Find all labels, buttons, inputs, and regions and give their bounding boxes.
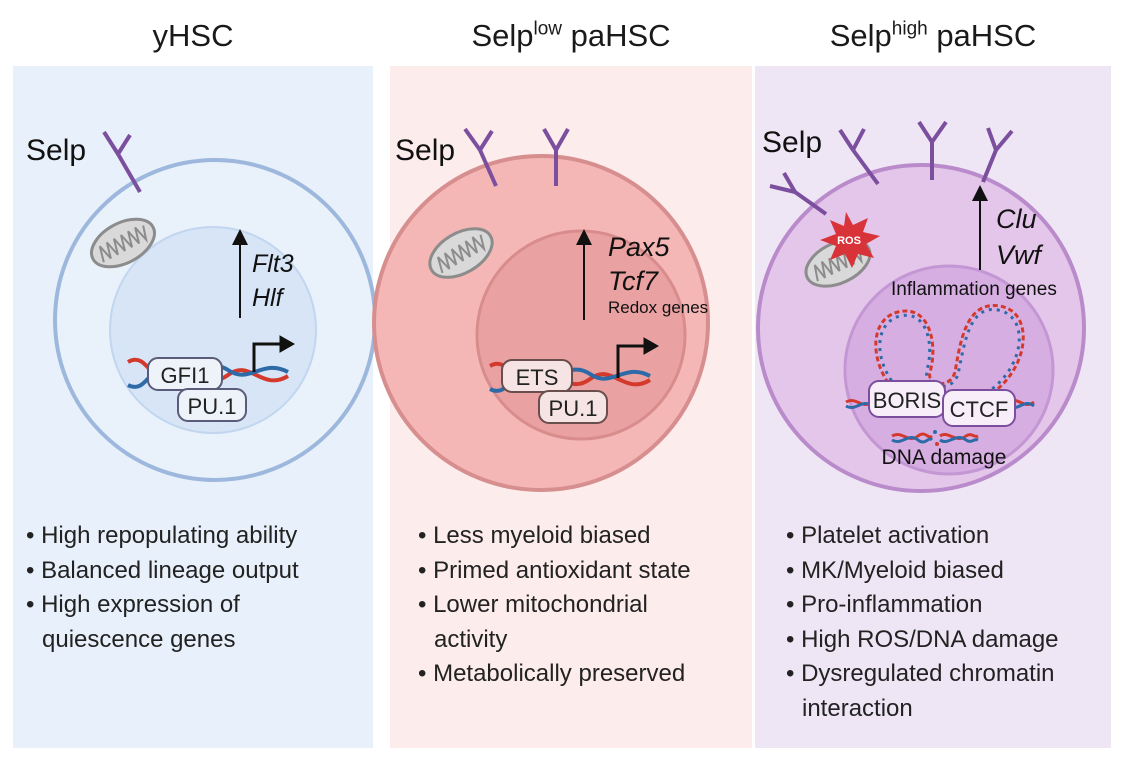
list-item: Platelet activation <box>786 519 1104 554</box>
factor-ets: ETS <box>516 365 559 390</box>
factor-box-ets <box>501 359 573 393</box>
broken-dna-icon <box>891 430 979 446</box>
factor-boris: BORIS <box>873 388 941 413</box>
gene-flt3: Flt3 <box>252 250 294 278</box>
gene-pax5: Pax5 <box>608 232 671 262</box>
selp-receptor-icon-2 <box>917 120 948 180</box>
panel-title-selp-high: Selphigh paHSC <box>829 18 1037 53</box>
selp-receptor-icon <box>102 130 142 194</box>
cell-selp-low <box>372 154 710 492</box>
list-item: Less myeloid biased <box>418 519 740 554</box>
factor-pu1: PU.1 <box>188 394 237 419</box>
list-item: High repopulating ability <box>26 519 366 554</box>
ros-burst-icon <box>820 212 880 268</box>
list-item: Primed antioxidant state <box>418 554 740 589</box>
selp-receptor-icon-4 <box>769 171 828 216</box>
receptor-label: Selp <box>26 134 86 167</box>
panel-title-selp-low: Selplow paHSC <box>471 18 671 53</box>
cell-yhsc <box>53 158 377 482</box>
factor-box-pu1 <box>177 388 247 422</box>
factor-box-ctcf <box>942 389 1016 427</box>
factor-ctcf: CTCF <box>950 397 1009 422</box>
panel-title-yhsc: yHSC <box>152 18 234 53</box>
selp-receptor-icon <box>838 128 880 186</box>
list-item: Metabolically preserved <box>418 657 740 692</box>
factor-gfi1: GFI1 <box>161 363 210 388</box>
bullet-list-selp-high: Platelet activation MK/Myeloid biased Pr… <box>786 519 1104 726</box>
ros-label: ROS <box>837 235 861 247</box>
chromatin-loop-icon <box>874 304 1025 402</box>
list-item: High expression of quiescence genes <box>26 588 287 657</box>
dna-damage-label: DNA damage <box>882 446 1007 469</box>
receptor-label: Selp <box>395 134 455 167</box>
list-item: Pro-inflammation <box>786 588 1104 623</box>
list-item: High ROS/DNA damage <box>786 623 1104 658</box>
gene-clu: Clu <box>996 204 1037 234</box>
list-item: Dysregulated chromatin interaction <box>786 657 1102 726</box>
receptor-label: Selp <box>762 126 822 159</box>
list-item: Lower mitochondrial activity <box>418 588 704 657</box>
selp-receptor-icon-2 <box>542 128 570 186</box>
gene-note: Inflammation genes <box>891 279 1057 300</box>
factor-box-pu1 <box>538 390 608 424</box>
gene-tcf7: Tcf7 <box>608 266 659 296</box>
list-item: Balanced lineage output <box>26 554 366 589</box>
bullet-list-yhsc: High repopulating ability Balanced linea… <box>26 519 366 657</box>
gene-vwf: Vwf <box>996 240 1044 270</box>
gene-note: Redox genes <box>608 298 708 317</box>
selp-receptor-icon-3 <box>981 127 1014 183</box>
list-item: MK/Myeloid biased <box>786 554 1104 589</box>
gene-hlf: Hlf <box>252 284 286 312</box>
factor-pu1: PU.1 <box>549 396 598 421</box>
selp-receptor-icon <box>463 127 498 187</box>
bullet-list-selp-low: Less myeloid biased Primed antioxidant s… <box>418 519 740 692</box>
